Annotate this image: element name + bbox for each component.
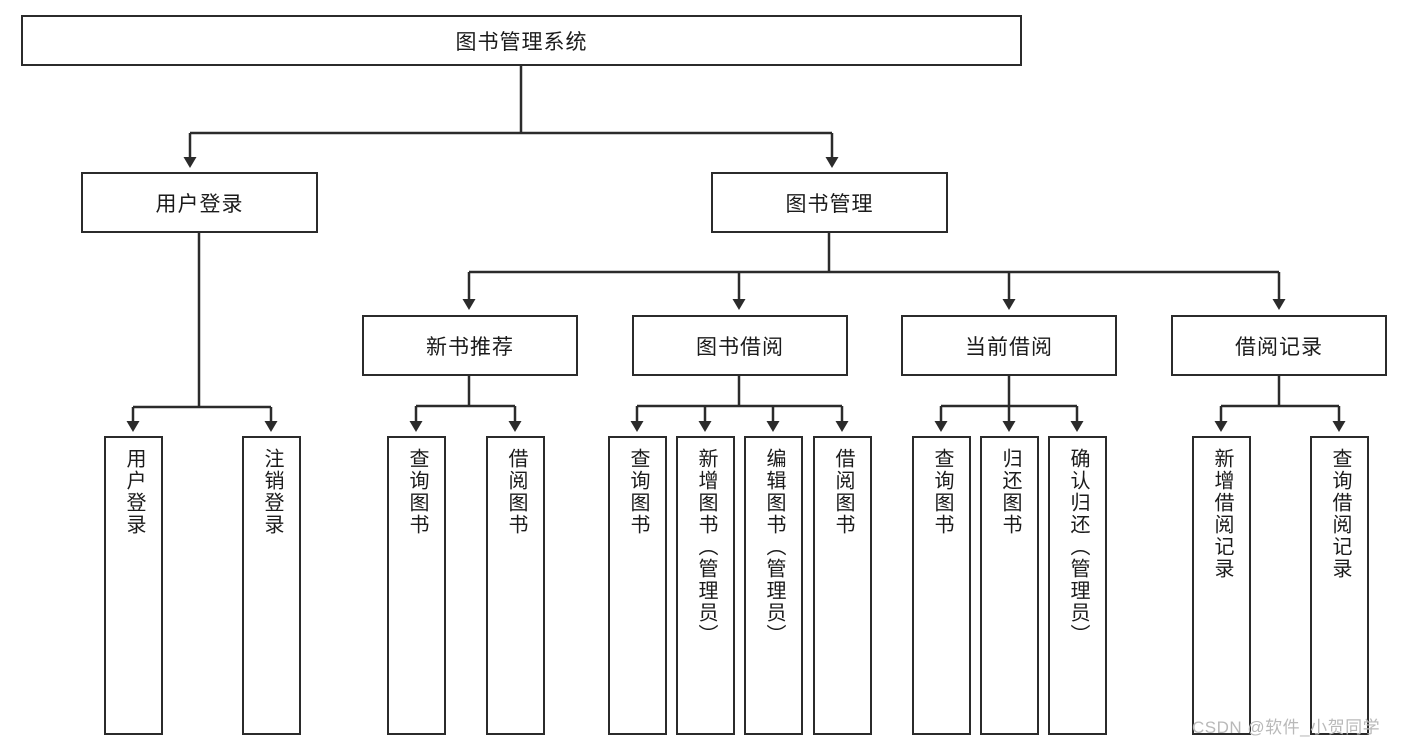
leaf-label: 注销登录 bbox=[261, 448, 283, 536]
leaf-label: 查询图书 bbox=[406, 448, 428, 536]
leaf-new-book-query[interactable]: 查询图书 bbox=[387, 436, 446, 735]
leaf-current-borrow-query[interactable]: 查询图书 bbox=[912, 436, 971, 735]
node-book-management-label: 图书管理 bbox=[785, 192, 874, 216]
node-current-borrow[interactable]: 当前借阅 bbox=[901, 315, 1117, 376]
node-root-label: 图书管理系统 bbox=[455, 30, 588, 54]
node-user-login[interactable]: 用户登录 bbox=[81, 172, 318, 233]
leaf-label: 查询图书 bbox=[627, 448, 649, 536]
watermark: CSDN @软件_小贺同学 bbox=[1192, 718, 1381, 737]
leaf-current-borrow-return[interactable]: 归还图书 bbox=[980, 436, 1039, 735]
leaf-current-borrow-confirm[interactable]: 确认归还（管理员） bbox=[1048, 436, 1107, 735]
node-book-borrow[interactable]: 图书借阅 bbox=[632, 315, 848, 376]
node-current-borrow-label: 当前借阅 bbox=[965, 335, 1053, 359]
leaf-label: 用户登录 bbox=[123, 448, 145, 536]
node-book-borrow-label: 图书借阅 bbox=[696, 335, 784, 359]
leaf-borrow-record-add[interactable]: 新增借阅记录 bbox=[1192, 436, 1251, 735]
leaf-label: 编辑图书（管理员） bbox=[763, 448, 785, 646]
leaf-new-book-borrow[interactable]: 借阅图书 bbox=[486, 436, 545, 735]
leaf-label: 新增图书（管理员） bbox=[695, 448, 717, 646]
node-root[interactable]: 图书管理系统 bbox=[21, 15, 1022, 66]
node-new-book-recommend-label: 新书推荐 bbox=[426, 335, 514, 359]
leaf-book-borrow-add[interactable]: 新增图书（管理员） bbox=[676, 436, 735, 735]
leaf-label: 借阅图书 bbox=[832, 448, 854, 536]
leaf-label: 借阅图书 bbox=[505, 448, 527, 536]
leaf-book-borrow-edit[interactable]: 编辑图书（管理员） bbox=[744, 436, 803, 735]
node-new-book-recommend[interactable]: 新书推荐 bbox=[362, 315, 578, 376]
leaf-label: 归还图书 bbox=[999, 448, 1021, 536]
node-borrow-record[interactable]: 借阅记录 bbox=[1171, 315, 1387, 376]
node-user-login-label: 用户登录 bbox=[155, 192, 244, 216]
leaf-user-login-logout[interactable]: 注销登录 bbox=[242, 436, 301, 735]
node-book-management[interactable]: 图书管理 bbox=[711, 172, 948, 233]
leaf-user-login-login[interactable]: 用户登录 bbox=[104, 436, 163, 735]
leaf-borrow-record-query[interactable]: 查询借阅记录 bbox=[1310, 436, 1369, 735]
leaf-book-borrow-query[interactable]: 查询图书 bbox=[608, 436, 667, 735]
leaf-book-borrow-borrow[interactable]: 借阅图书 bbox=[813, 436, 872, 735]
leaf-label: 查询借阅记录 bbox=[1329, 448, 1351, 580]
node-borrow-record-label: 借阅记录 bbox=[1235, 335, 1323, 359]
leaf-label: 确认归还（管理员） bbox=[1067, 448, 1089, 646]
leaf-label: 新增借阅记录 bbox=[1211, 448, 1233, 580]
leaf-label: 查询图书 bbox=[931, 448, 953, 536]
